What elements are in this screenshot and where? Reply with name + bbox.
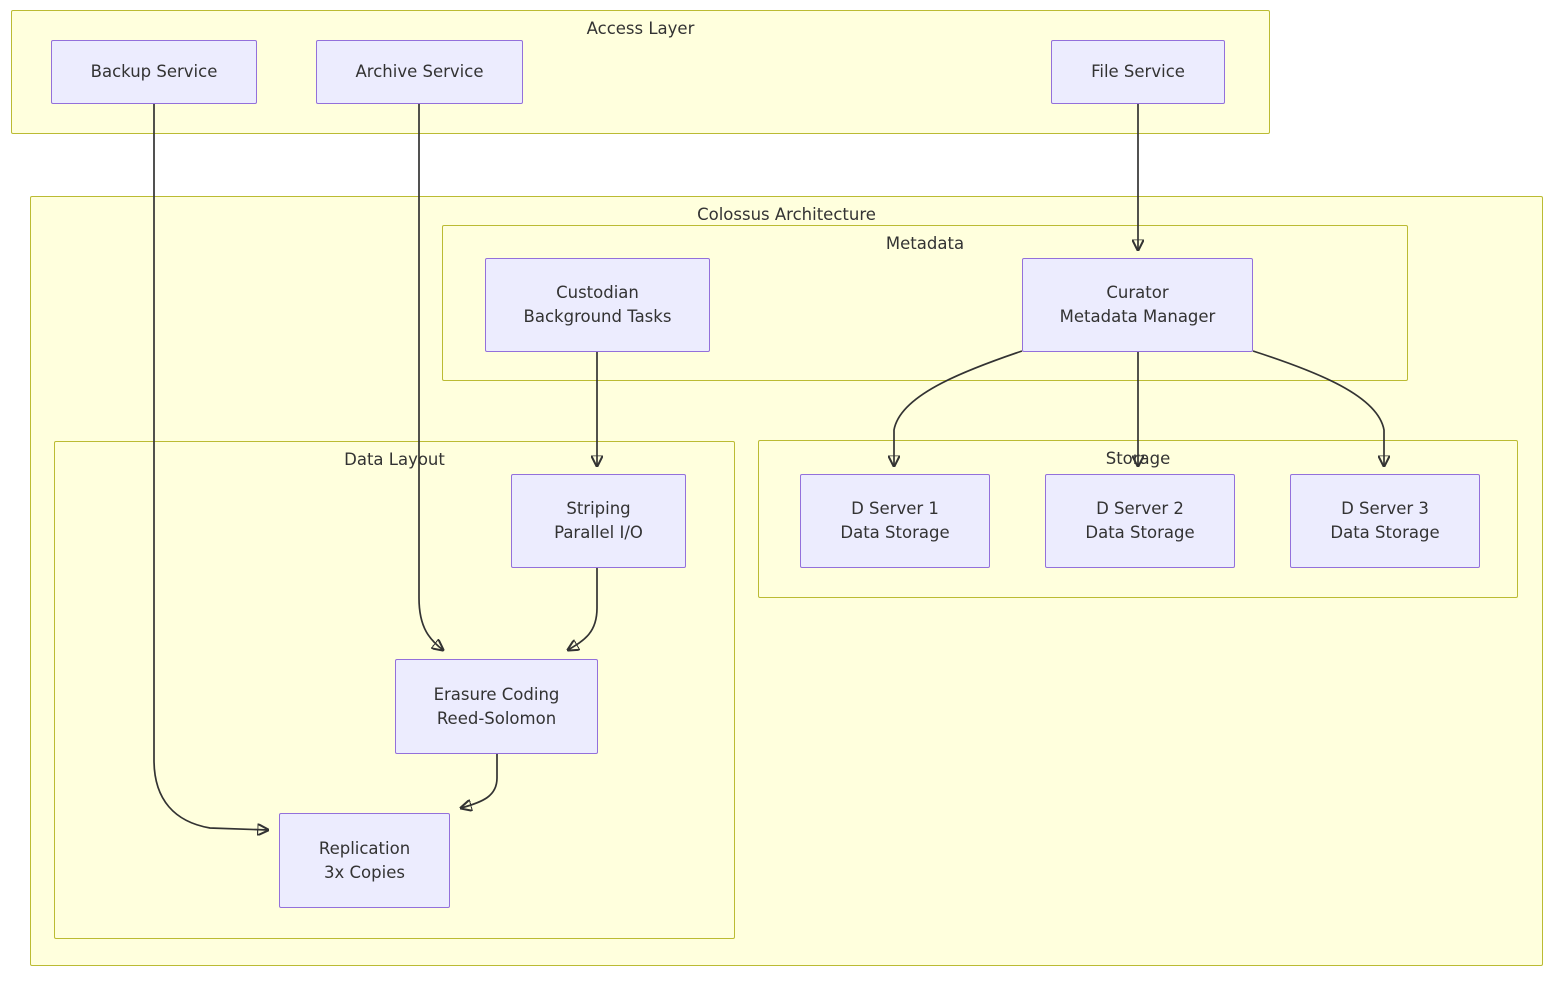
node-d-server-1-line1: D Server 1	[851, 499, 939, 519]
node-d-server-3-line1: D Server 3	[1341, 499, 1429, 519]
node-erasure-coding-line1: Erasure Coding	[433, 684, 560, 704]
node-replication[interactable]: Replication 3x Copies	[279, 813, 450, 908]
node-custodian[interactable]: Custodian Background Tasks	[485, 258, 710, 352]
node-curator-line2: Metadata Manager	[1059, 307, 1216, 326]
node-d-server-3-line2: Data Storage	[1330, 523, 1440, 542]
node-erasure-coding-line2: Reed-Solomon	[436, 708, 557, 728]
node-curator[interactable]: Curator Metadata Manager	[1022, 258, 1253, 352]
node-file-service-line1: File Service	[1091, 62, 1185, 82]
node-backup-service-line1: Backup Service	[90, 62, 218, 82]
node-d-server-3[interactable]: D Server 3 Data Storage	[1290, 474, 1480, 568]
node-striping[interactable]: Striping Parallel I/O	[511, 474, 686, 568]
node-file-service[interactable]: File Service	[1051, 40, 1225, 104]
node-archive-service-line1: Archive Service	[355, 62, 484, 82]
node-backup-service[interactable]: Backup Service	[51, 40, 257, 104]
node-striping-line2: Parallel I/O	[554, 523, 643, 542]
cluster-label-metadata: Metadata	[885, 234, 965, 253]
node-replication-line1: Replication	[318, 838, 411, 858]
node-d-server-1[interactable]: D Server 1 Data Storage	[800, 474, 990, 568]
node-d-server-2-line2: Data Storage	[1085, 523, 1195, 542]
node-striping-line1: Striping	[566, 499, 631, 519]
cluster-label-storage: Storage	[1105, 449, 1171, 468]
node-erasure-coding[interactable]: Erasure Coding Reed-Solomon	[395, 659, 598, 754]
cluster-label-data-layout: Data Layout	[344, 450, 445, 469]
cluster-label-colossus-architecture: Colossus Architecture	[697, 205, 876, 224]
node-custodian-line1: Custodian	[556, 283, 639, 303]
node-replication-line2: 3x Copies	[324, 862, 405, 882]
node-curator-line1: Curator	[1106, 283, 1169, 303]
node-d-server-2[interactable]: D Server 2 Data Storage	[1045, 474, 1235, 568]
node-d-server-2-line1: D Server 2	[1096, 499, 1184, 519]
node-d-server-1-line2: Data Storage	[840, 523, 950, 542]
cluster-label-access-layer: Access Layer	[586, 19, 695, 38]
node-archive-service[interactable]: Archive Service	[316, 40, 523, 104]
node-custodian-line2: Background Tasks	[523, 307, 672, 326]
